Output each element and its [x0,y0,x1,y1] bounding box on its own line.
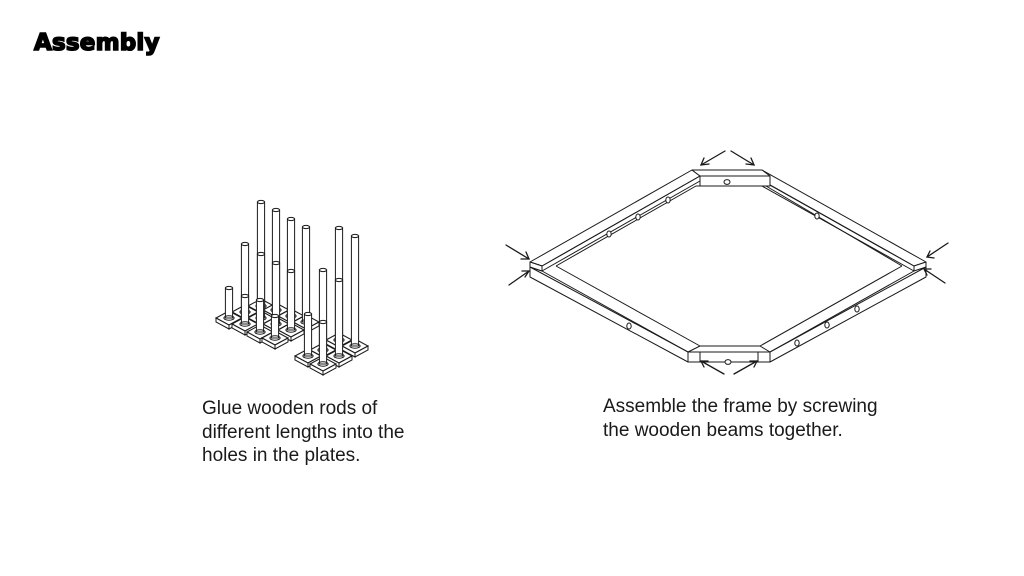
rod-plate-unit [262,314,288,349]
frame-beam-top-left [530,170,700,271]
rod-plate-unit [295,312,321,367]
frame-connector-top [692,170,770,186]
arrow-right-upper-icon [927,243,948,258]
rod-plate-unit [232,294,258,335]
arrow-top-left-icon [701,151,725,165]
frame-connector-bottom [688,346,770,362]
frame-beam-top-right [754,170,926,271]
arrow-left-upper-icon [506,245,529,259]
rod-plate-unit [342,234,368,357]
step-caption-frame: Assemble the frame by screwing the woode… [603,396,878,441]
arrow-bottom-left-icon [701,361,724,374]
step-caption-rods: Glue wooden rods of different lengths in… [202,398,405,466]
rod-plate-unit [310,320,336,375]
frame-beam-bottom-right [770,267,926,362]
slide-title: Assembly [33,29,160,57]
arrow-bottom-right-icon [734,361,757,374]
arrow-left-lower-icon [509,271,529,285]
rod-plate-unit [247,298,273,343]
screw-holes [607,180,859,365]
assembly-arrows [506,151,948,374]
frame-beam-bottom-left [530,262,688,362]
arrow-right-lower-icon [924,269,945,283]
arrow-top-right-icon [731,151,754,165]
